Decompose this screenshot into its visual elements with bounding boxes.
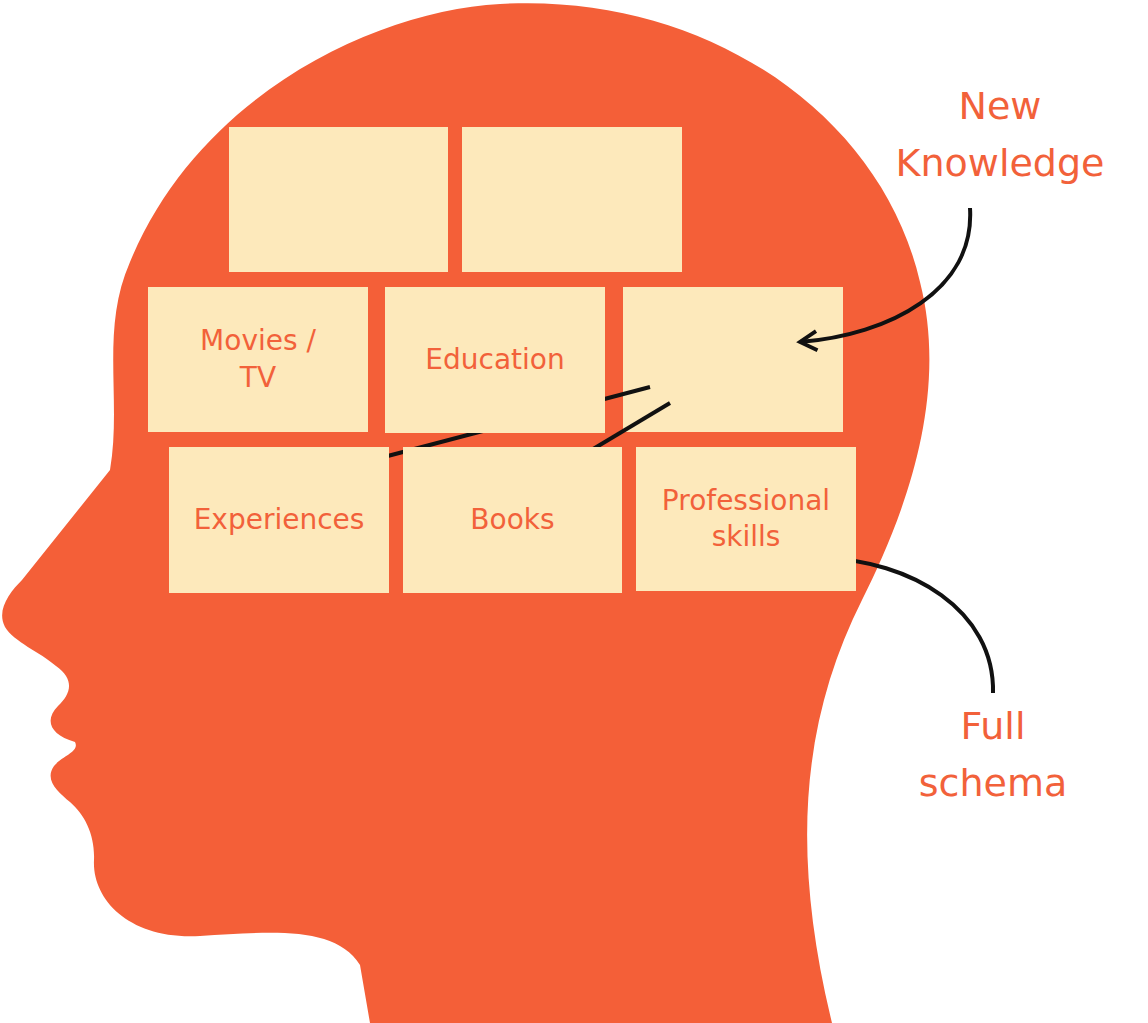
box-label: Education <box>425 342 564 378</box>
head-silhouette <box>2 3 929 1023</box>
callout-label: Full schema <box>883 698 1103 812</box>
box-label: Books <box>470 502 554 538</box>
callout-label: New Knowledge <box>880 78 1120 192</box>
box-label: Professional skills <box>646 483 846 556</box>
box-label: Experiences <box>194 502 365 538</box>
schema-box: Movies / TV <box>148 287 368 432</box>
schema-box: Professional skills <box>636 447 856 591</box>
schema-box: Experiences <box>169 447 389 593</box>
empty-schema-box <box>462 127 682 272</box>
box-label: Movies / TV <box>183 323 333 396</box>
empty-schema-box <box>229 127 448 272</box>
leader-arrow <box>800 208 970 342</box>
schema-box: Education <box>385 287 605 433</box>
schema-box: Books <box>403 447 622 593</box>
